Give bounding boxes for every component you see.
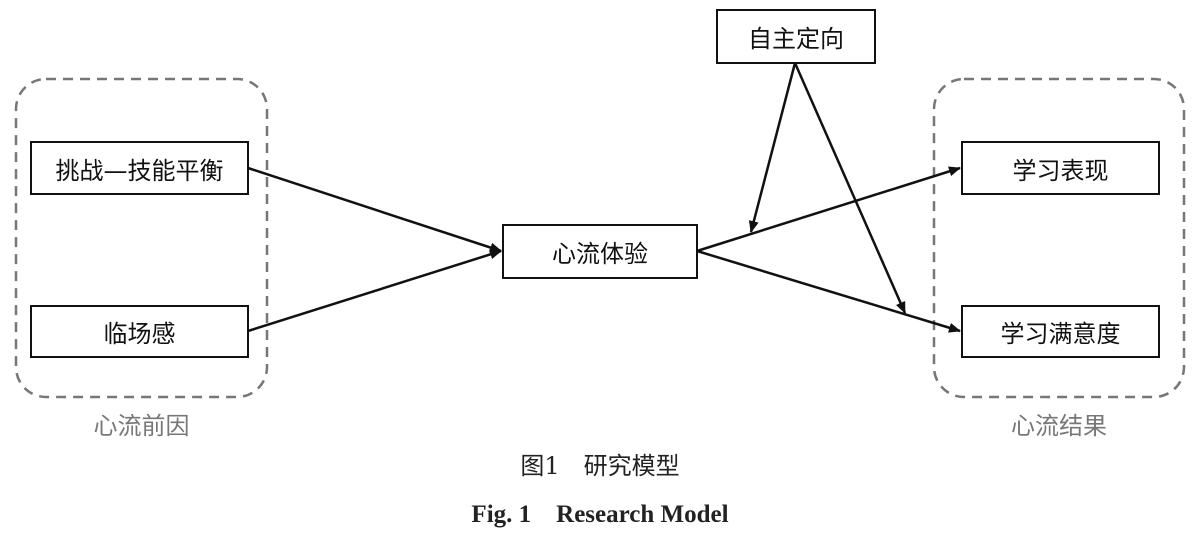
edge-autonomy-moderates-performance xyxy=(748,62,797,233)
node-label: 临场感 xyxy=(103,320,176,348)
edge-telepresence-to-flow xyxy=(247,249,502,333)
edge-autonomy-moderates-satisfaction xyxy=(793,62,907,314)
group-outcomes-label: 心流结果 xyxy=(1011,412,1107,440)
edge-flow-to-satisfaction xyxy=(696,249,961,333)
node-autonomy: 自主定向 xyxy=(716,9,876,64)
edge-challenge-skill-to-flow xyxy=(247,166,502,253)
figure-caption-chinese: 图1 研究模型 xyxy=(520,452,680,480)
node-flow-experience: 心流体验 xyxy=(502,224,698,279)
group-antecedents-border xyxy=(14,77,269,399)
node-telepresence: 临场感 xyxy=(30,305,249,358)
node-learning-performance: 学习表现 xyxy=(961,141,1160,195)
node-learning-satisfaction: 学习满意度 xyxy=(961,305,1160,358)
node-label: 学习表现 xyxy=(1012,156,1109,185)
node-challenge-skill-balance: 挑战—技能平衡 xyxy=(30,141,249,195)
node-label: 心流体验 xyxy=(552,240,648,268)
group-outcomes-border xyxy=(932,77,1186,399)
edge-flow-to-performance xyxy=(696,166,961,253)
node-label: 挑战—技能平衡 xyxy=(55,156,224,185)
group-antecedents-label: 心流前因 xyxy=(93,412,190,440)
figure-caption-english: Fig. 1 Research Model xyxy=(471,501,729,528)
node-label: 自主定向 xyxy=(748,25,844,53)
node-label: 学习满意度 xyxy=(1000,320,1121,348)
